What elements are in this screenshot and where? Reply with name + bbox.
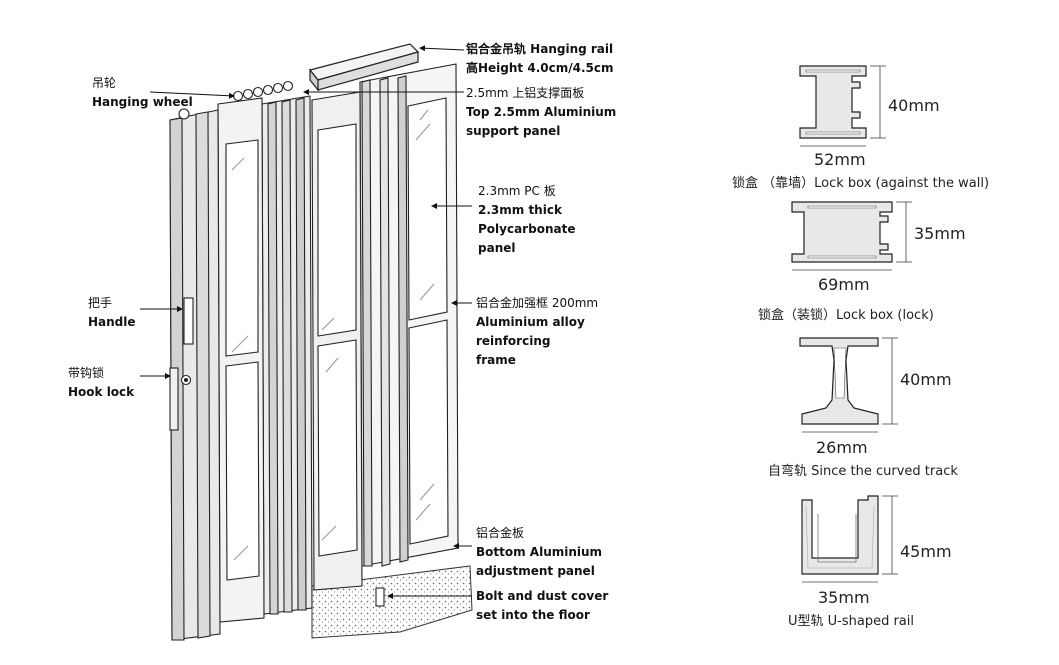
profile-lock-box-wall [799, 65, 867, 139]
profile-2-height: 35mm [914, 224, 966, 243]
door-panels-right [311, 63, 459, 591]
profile-curved-track [799, 337, 879, 425]
profile-4-height: 45mm [900, 542, 952, 561]
door-handle [183, 297, 194, 345]
profile-1-height: 40mm [888, 96, 940, 115]
profile-3-height: 40mm [900, 370, 952, 389]
profile-4-caption: U型轨 U-shaped rail [788, 614, 915, 629]
hook-lock [169, 367, 179, 431]
label-hanging-rail: 铝合金吊轨 Hanging rail 高Height 4.0cm/4.5cm [466, 42, 614, 75]
profile-lock-box-lock [791, 201, 893, 263]
profile-3-width: 26mm [816, 438, 868, 457]
hanging-rail [308, 43, 420, 92]
profile-2-caption: 锁盒（装锁）Lock box (lock) [758, 308, 934, 323]
hanging-wheels [178, 80, 294, 120]
profile-1-caption: 锁盒 （靠墙）Lock box (against the wall) [732, 176, 990, 191]
label-bottom-panel: 铝合金板 Bottom Aluminium adjustment panel [476, 526, 603, 578]
profile-3-caption: 自弯轨 Since the curved track [768, 464, 958, 479]
label-handle: 把手 Handle [88, 296, 136, 329]
profile-u-rail [801, 495, 879, 575]
floor-bolt [375, 587, 385, 607]
door-panels-folded [169, 80, 385, 641]
label-reinforcing-frame: 铝合金加强框 200mm Aluminium alloy reinforcing… [476, 296, 599, 367]
label-hook-lock: 带钩锁 Hook lock [68, 366, 135, 399]
label-pc-panel: 2.3mm PC 板 2.3mm thick Polycarbonate pan… [478, 184, 576, 255]
profile-4-width: 35mm [818, 588, 870, 607]
profile-1-width: 52mm [814, 150, 866, 169]
label-top-panel: 2.5mm 上铝支撑面板 Top 2.5mm Aluminium support… [466, 86, 617, 138]
profile-2-width: 69mm [818, 275, 870, 294]
leader-lines [140, 45, 472, 599]
label-hanging-wheel: 吊轮 Hanging wheel [92, 76, 193, 109]
dimension-lines [792, 65, 912, 583]
label-bolt: Bolt and dust cover set into the floor [476, 589, 609, 622]
